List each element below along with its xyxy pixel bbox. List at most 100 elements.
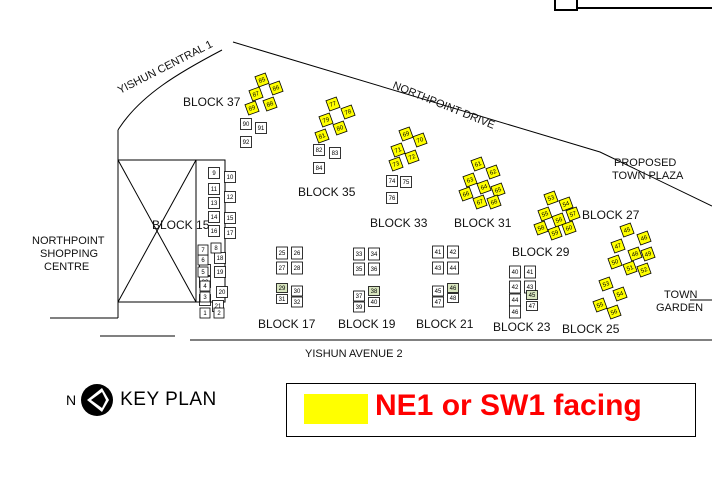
unit-b23-44: 44 (509, 293, 521, 307)
unit-b21-45: 45 (432, 285, 444, 297)
unit-b29-57: 57 (565, 206, 581, 222)
unit-tile (208, 211, 220, 223)
unit-tile (640, 246, 656, 262)
block-37-label: BLOCK 37 (183, 95, 241, 109)
unit-tile (325, 96, 341, 112)
unit-tile (353, 301, 365, 313)
unit-b27-52: 52 (636, 262, 652, 278)
unit-b23-47: 47 (526, 301, 538, 311)
unit-b27-48: 48 (627, 246, 643, 262)
unit-number: 64 (480, 184, 489, 192)
unit-number: 55 (541, 211, 550, 219)
unit-tile (622, 260, 638, 276)
unit-b37-91: 91 (255, 122, 267, 134)
key-plan-label: KEY PLAN (120, 389, 217, 410)
unit-number: 77 (329, 101, 338, 109)
unit-number: 92 (243, 140, 250, 146)
unit-b21-44: 44 (447, 261, 459, 275)
unit-bl-6: 6 (197, 254, 209, 266)
unit-b19-35: 35 (353, 262, 365, 276)
unit-b31-66: 66 (458, 186, 474, 202)
unit-number: 55 (596, 302, 605, 310)
town-garden-line-2: GARDEN (656, 302, 703, 314)
unit-number: 54 (562, 201, 571, 209)
unit-b33-76: 76 (386, 192, 398, 204)
unit-tile (533, 220, 549, 236)
unit-tile (598, 276, 614, 292)
unit-tile (509, 280, 521, 294)
unit-bl-8: 8 (210, 242, 222, 254)
unit-b15-18: 18 (214, 252, 226, 264)
unit-b25-56: 56 (606, 304, 622, 320)
north-arrow-icon (81, 384, 114, 416)
unit-number: 37 (356, 294, 363, 300)
unit-tile (240, 118, 252, 130)
unit-number: 57 (569, 211, 578, 219)
unit-tile (390, 142, 406, 158)
unit-tile (551, 212, 567, 228)
unit-tile (470, 156, 486, 172)
block-29-label: BLOCK 29 (512, 245, 570, 259)
unit-tile (607, 254, 623, 270)
unit-number: 38 (371, 289, 378, 295)
north-letter: N (66, 392, 77, 408)
unit-b15-11: 11 (208, 183, 220, 195)
unit-tile (199, 280, 211, 292)
unit-b19-40: 40 (368, 297, 380, 307)
unit-tile (547, 225, 563, 241)
unit-b17-25: 25 (276, 246, 288, 260)
unit-b29-53: 53 (543, 190, 559, 206)
unit-number: 25 (279, 251, 286, 257)
unit-number: 47 (614, 243, 623, 251)
unit-number: 72 (408, 154, 417, 162)
unit-b17-30: 30 (291, 285, 303, 297)
unit-tile (199, 307, 211, 319)
unit-b25-54: 54 (612, 286, 628, 302)
unit-b17-32: 32 (291, 296, 303, 308)
unit-b33-71: 71 (390, 142, 406, 158)
unit-b21-46: 46 (447, 283, 459, 293)
unit-number: 83 (332, 151, 339, 157)
block-25-label: BLOCK 25 (562, 322, 620, 336)
unit-tile (224, 212, 236, 224)
unit-number: 63 (466, 177, 475, 185)
unit-tile (224, 191, 236, 203)
unit-tile (197, 244, 209, 256)
unit-number: 18 (217, 256, 224, 262)
unit-b15-10: 10 (224, 171, 236, 183)
unit-number: 43 (527, 285, 534, 291)
unit-tile (400, 176, 412, 188)
top-right-frame (554, 0, 712, 11)
proposed-town-plaza-label: PROPOSED TOWN PLAZA (612, 157, 684, 182)
unit-tile (509, 305, 521, 319)
unit-number: 70 (416, 137, 425, 145)
unit-number: 58 (537, 225, 546, 233)
legend-swatch (304, 394, 368, 424)
unit-tile (214, 266, 226, 278)
unit-b29-59: 59 (547, 225, 563, 241)
unit-tile (386, 175, 398, 187)
unit-number: 45 (529, 293, 536, 299)
unit-number: 45 (435, 289, 442, 295)
unit-number: 75 (403, 180, 410, 186)
unit-number: 5 (201, 270, 205, 276)
town-garden-line-1: TOWN (664, 289, 697, 301)
unit-number: 28 (294, 266, 301, 272)
unit-b15-12: 12 (224, 191, 236, 203)
unit-b27-46: 46 (636, 230, 652, 246)
unit-number: 21 (215, 304, 222, 310)
unit-tile (199, 291, 211, 303)
unit-number: 42 (512, 285, 519, 291)
unit-b29-56: 56 (551, 212, 567, 228)
unit-number: 65 (494, 187, 503, 195)
unit-tile (353, 262, 365, 276)
unit-tile (386, 192, 398, 204)
unit-tile (447, 261, 459, 275)
unit-number: 1 (203, 311, 207, 317)
unit-b23-45: 45 (526, 290, 538, 300)
unit-number: 54 (616, 291, 625, 299)
unit-tile (627, 246, 643, 262)
unit-number: 90 (243, 122, 250, 128)
unit-number: 61 (474, 161, 483, 169)
